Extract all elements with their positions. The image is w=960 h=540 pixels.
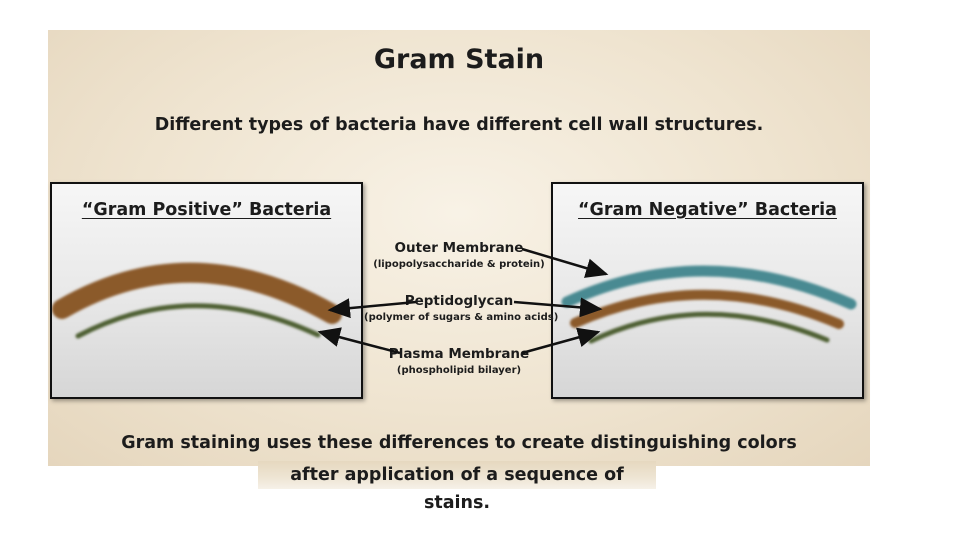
gram-negative-title: “Gram Negative” Bacteria [578,200,837,220]
outer-membrane-label: Outer Membrane (lipopolysaccharide & pro… [370,240,548,270]
arrow-plasma-membrane-left [317,327,401,355]
slide: Gram Stain Different types of bacteria h… [48,30,870,466]
plasma-membrane-detail: (phospholipid bilayer) [396,365,522,376]
gn-plasma-membrane [588,311,830,344]
outer-membrane-name: Outer Membrane [394,240,524,256]
peptidoglycan-detail: (polymer of sugars & amino acids) [364,312,559,323]
gram-negative-panel: “Gram Negative” Bacteria [551,182,864,399]
peptidoglycan-name: Peptidoglycan [404,293,514,309]
arrow-plasma-membrane-right [521,327,601,355]
arrow-peptidoglycan-right [513,297,603,318]
slide-title: Gram Stain [373,44,545,75]
pointer-arrows [317,247,609,355]
arrow-outer-membrane [521,247,609,278]
gn-peptidoglycan-layer [570,289,844,329]
gram-positive-panel: “Gram Positive” Bacteria [50,182,363,399]
plasma-membrane-label: Plasma Membrane (phospholipid bilayer) [370,346,548,376]
gp-plasma-membrane [75,303,321,339]
peptidoglycan-label: Peptidoglycan (polymer of sugars & amino… [364,293,559,323]
footer-line-2: after application of a sequence of stain… [258,461,656,513]
gp-peptidoglycan-layer [52,262,342,324]
gram-positive-wall-diagram [52,262,342,339]
slide-subtitle: Different types of bacteria have differe… [154,115,764,135]
gram-negative-wall-diagram [561,265,857,344]
gram-positive-title: “Gram Positive” Bacteria [81,200,332,220]
outer-membrane-detail: (lipopolysaccharide & protein) [373,259,545,270]
gn-outer-membrane [561,265,857,310]
footer-line-1: Gram staining uses these differences to … [121,433,797,453]
plasma-membrane-name: Plasma Membrane [388,346,530,362]
arrow-peptidoglycan-left [327,298,417,319]
